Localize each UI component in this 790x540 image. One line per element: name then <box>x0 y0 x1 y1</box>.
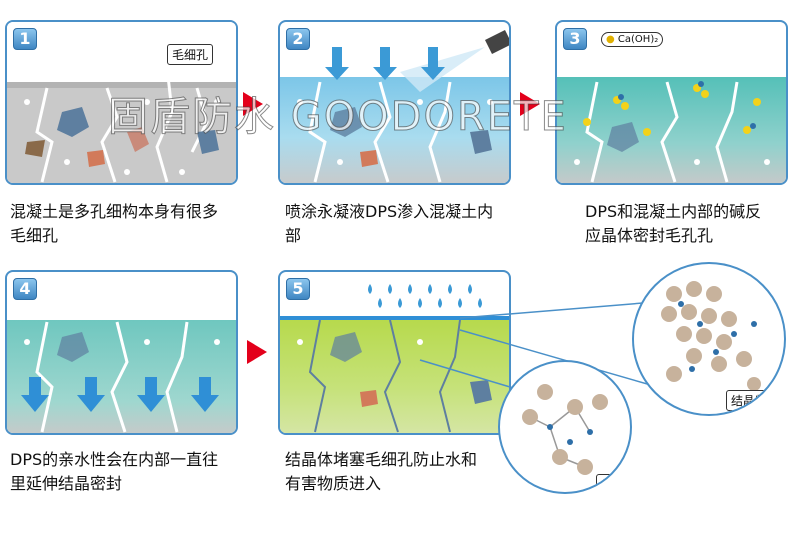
step-3-panel: 3 ● Ca(OH)₂ <box>555 20 788 185</box>
crystal-molecule-icon <box>522 384 608 475</box>
arrow-right <box>520 92 540 116</box>
step-5-panel: 5 <box>278 270 511 435</box>
step-1-caption: 混凝土是多孔细构本身有很多毛细孔 <box>10 202 219 245</box>
step-number: 2 <box>286 28 310 50</box>
step-4-panel: 4 <box>5 270 238 435</box>
step-3-caption: DPS和混凝土内部的碱反应晶体密封毛孔孔 <box>585 202 762 245</box>
crystal-zoom-bubble-small: 结晶物 <box>498 360 632 494</box>
step-2-caption: 喷涂永凝液DPS渗入混凝土内部 <box>285 202 494 245</box>
watermark-text: 固盾防水 GOODORETE <box>108 94 568 141</box>
step-number: 4 <box>13 278 37 300</box>
calcium-hydroxide-label: ● Ca(OH)₂ <box>601 32 664 47</box>
step-4-caption: DPS的亲水性会在内部一直往里延伸结晶密封 <box>10 450 219 493</box>
sealed-illustration <box>280 284 509 433</box>
spray-illustration <box>280 30 509 183</box>
capillary-label: 毛细孔 <box>167 44 214 65</box>
crystal-cluster-icon <box>661 281 761 391</box>
step-5-caption: 结晶体堵塞毛细孔防止水和有害物质进入 <box>285 450 478 493</box>
step-number: 5 <box>286 278 310 300</box>
reaction-illustration <box>557 77 786 183</box>
molecule-icon: ● <box>606 34 615 45</box>
step-1-panel: 1 毛细孔 <box>5 20 238 185</box>
arrow-right <box>247 340 267 364</box>
step-number: 1 <box>13 28 37 50</box>
crystal-label: 结晶物 <box>596 474 630 492</box>
step-2-panel: 2 <box>278 20 511 185</box>
step-number: 3 <box>563 28 587 50</box>
crystal-zoom-bubble: 结晶物 <box>632 262 786 416</box>
crystal-label: 结晶物 <box>726 390 773 411</box>
arrow-right <box>243 92 263 116</box>
hydrophilic-illustration <box>7 320 236 433</box>
concrete-illustration <box>7 22 236 183</box>
